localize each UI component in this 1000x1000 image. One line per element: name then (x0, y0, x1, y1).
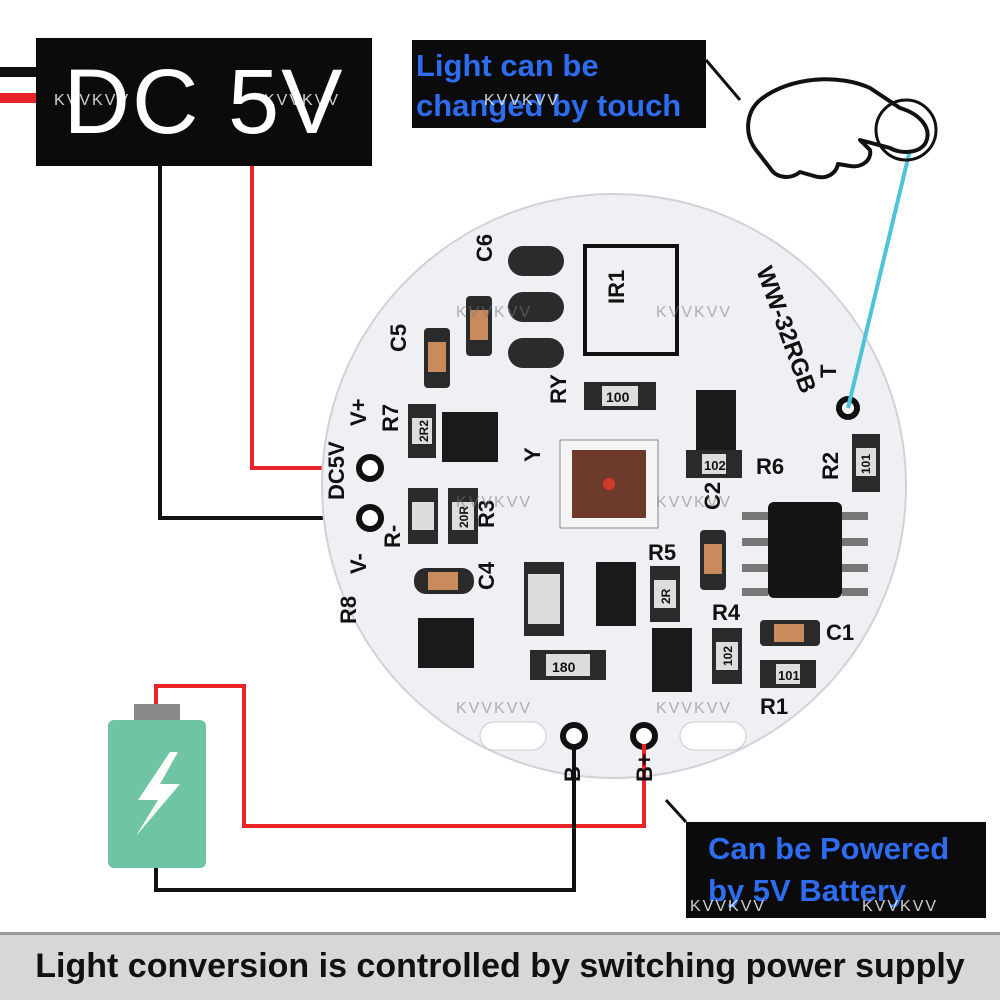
footer-caption: Light conversion is controlled by switch… (0, 932, 1000, 1000)
label-c2: C2 (700, 482, 725, 510)
watermark: KVVKVV (456, 494, 533, 511)
touch-callout-line2: changed by touch (416, 88, 682, 123)
label-t: T (816, 364, 841, 378)
watermark: KVVKVV (264, 92, 341, 109)
input-cable (0, 67, 40, 103)
label-r5: R5 (648, 540, 676, 565)
label-r3: R3 (474, 500, 499, 528)
watermark: KVVKVV (656, 304, 733, 321)
watermark: KVVKVV (54, 92, 131, 109)
label-r7: R7 (378, 404, 403, 432)
code-101: 101 (859, 454, 873, 474)
code-2r: 2R (659, 588, 673, 604)
label-r1: R1 (760, 694, 788, 719)
code-101b: 101 (778, 668, 800, 683)
label-model: WW-32RGB (750, 263, 821, 397)
label-dc5v: DC5V (324, 441, 349, 500)
label-c6: C6 (472, 234, 497, 262)
label-c1: C1 (826, 620, 854, 645)
label-r6: R6 (756, 454, 784, 479)
code-102a: 102 (704, 458, 726, 473)
watermark: KVVKVV (656, 700, 733, 717)
label-bminus: B- (560, 759, 585, 782)
label-r8: R8 (336, 596, 361, 624)
watermark: KVVKVV (456, 700, 533, 717)
label-ir1: IR1 (604, 270, 629, 304)
battery-callout-line2: by 5V Battery (708, 873, 907, 908)
code-20r: 20R (457, 506, 471, 528)
label-vplus: V+ (346, 398, 371, 426)
label-y: Y (520, 447, 545, 462)
label-c5: C5 (386, 324, 411, 352)
battery-callout-line1: Can be Powered (708, 831, 950, 866)
watermark: KVVKVV (456, 304, 533, 321)
code-100: 100 (606, 389, 630, 405)
dc-5v-label: DC 5V (36, 38, 372, 166)
battery-wires (154, 684, 646, 892)
battery-icon (108, 704, 206, 868)
pcb-board (321, 193, 907, 779)
label-ry: RY (546, 374, 571, 404)
hand-pointer-icon (746, 77, 938, 180)
smd-components (408, 296, 880, 688)
callout-pointers (664, 59, 742, 824)
watermark: KVVKVV (484, 92, 561, 109)
watermark: KVVKVV (862, 898, 939, 915)
rgb-led (559, 439, 659, 529)
ic-chip (742, 502, 868, 598)
code-102b: 102 (721, 646, 735, 666)
label-r4: R4 (712, 600, 741, 625)
code-180: 180 (552, 659, 576, 675)
label-bplus: B+ (632, 753, 657, 782)
touch-callout: Light can be changed by touch (412, 40, 706, 128)
touch-callout-line1: Light can be (416, 48, 599, 83)
code-2r2: 2R2 (417, 420, 431, 442)
transistors (418, 390, 736, 692)
watermark: KVVKVV (656, 494, 733, 511)
label-c4: C4 (474, 561, 499, 590)
label-r2: R2 (818, 452, 843, 480)
label-vminus: V- (346, 553, 371, 574)
watermark: KVVKVV (690, 898, 767, 915)
touch-wire (846, 149, 912, 409)
label-rminus: R- (380, 525, 405, 548)
battery-callout: Can be Powered by 5V Battery (686, 822, 986, 918)
